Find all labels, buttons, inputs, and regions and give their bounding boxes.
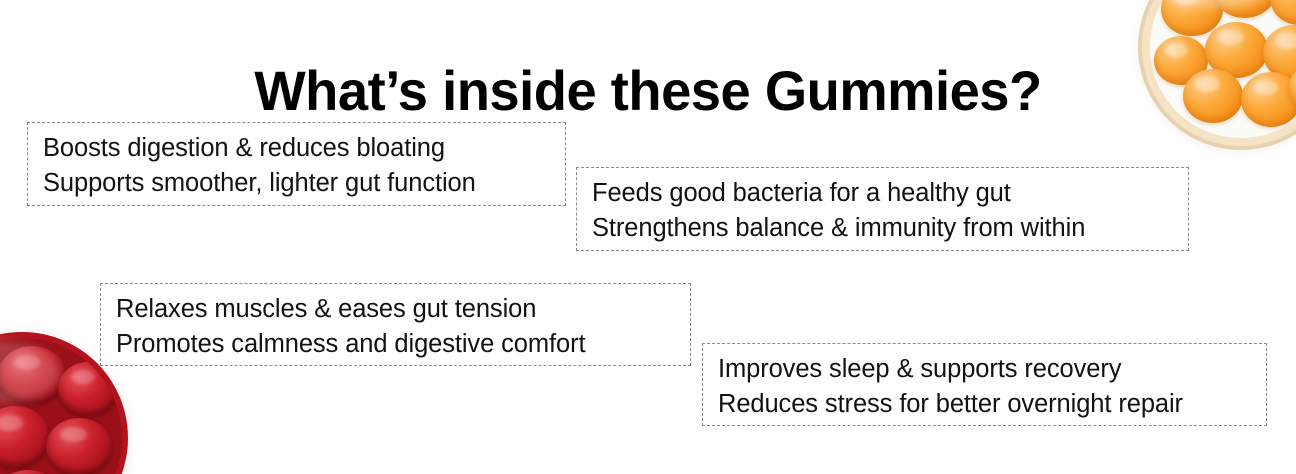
gummy-piece [45,418,112,474]
orange-bowl-interior [1150,0,1296,138]
benefit-line-primary: Improves sleep & supports recovery [718,355,1122,383]
orange-gummies-bowl-photo [1138,0,1296,150]
red-bowl-interior [0,338,122,474]
benefit-box-sleep: Improves sleep & supports recovery Reduc… [702,343,1267,426]
benefit-line-primary: Relaxes muscles & eases gut tension [116,295,537,323]
benefit-box-digestion: Boosts digestion & reduces bloating Supp… [27,122,566,206]
gummy-piece [0,406,50,468]
benefit-box-gut-bacteria: Feeds good bacteria for a healthy gut St… [576,167,1189,251]
benefit-line-primary: Feeds good bacteria for a healthy gut [592,179,1011,207]
benefit-line-secondary: Reduces stress for better overnight repa… [718,390,1183,418]
benefit-line-secondary: Strengthens balance & immunity from with… [592,214,1086,242]
benefit-box-relaxation: Relaxes muscles & eases gut tension Prom… [100,283,691,366]
gummy-piece [1288,65,1296,113]
gummy-piece [1269,0,1296,26]
gummy-piece [1240,72,1296,127]
page-title: What’s inside these Gummies? [254,58,1042,122]
benefit-line-secondary: Supports smoother, lighter gut function [43,169,476,197]
benefit-line-primary: Boosts digestion & reduces bloating [43,134,445,162]
gummy-piece [1211,0,1278,18]
gummy-piece [0,469,62,474]
benefit-line-secondary: Promotes calmness and digestive comfort [116,330,586,358]
gummy-piece [57,362,118,417]
gummy-piece [1182,68,1243,124]
gummy-piece [0,346,66,405]
